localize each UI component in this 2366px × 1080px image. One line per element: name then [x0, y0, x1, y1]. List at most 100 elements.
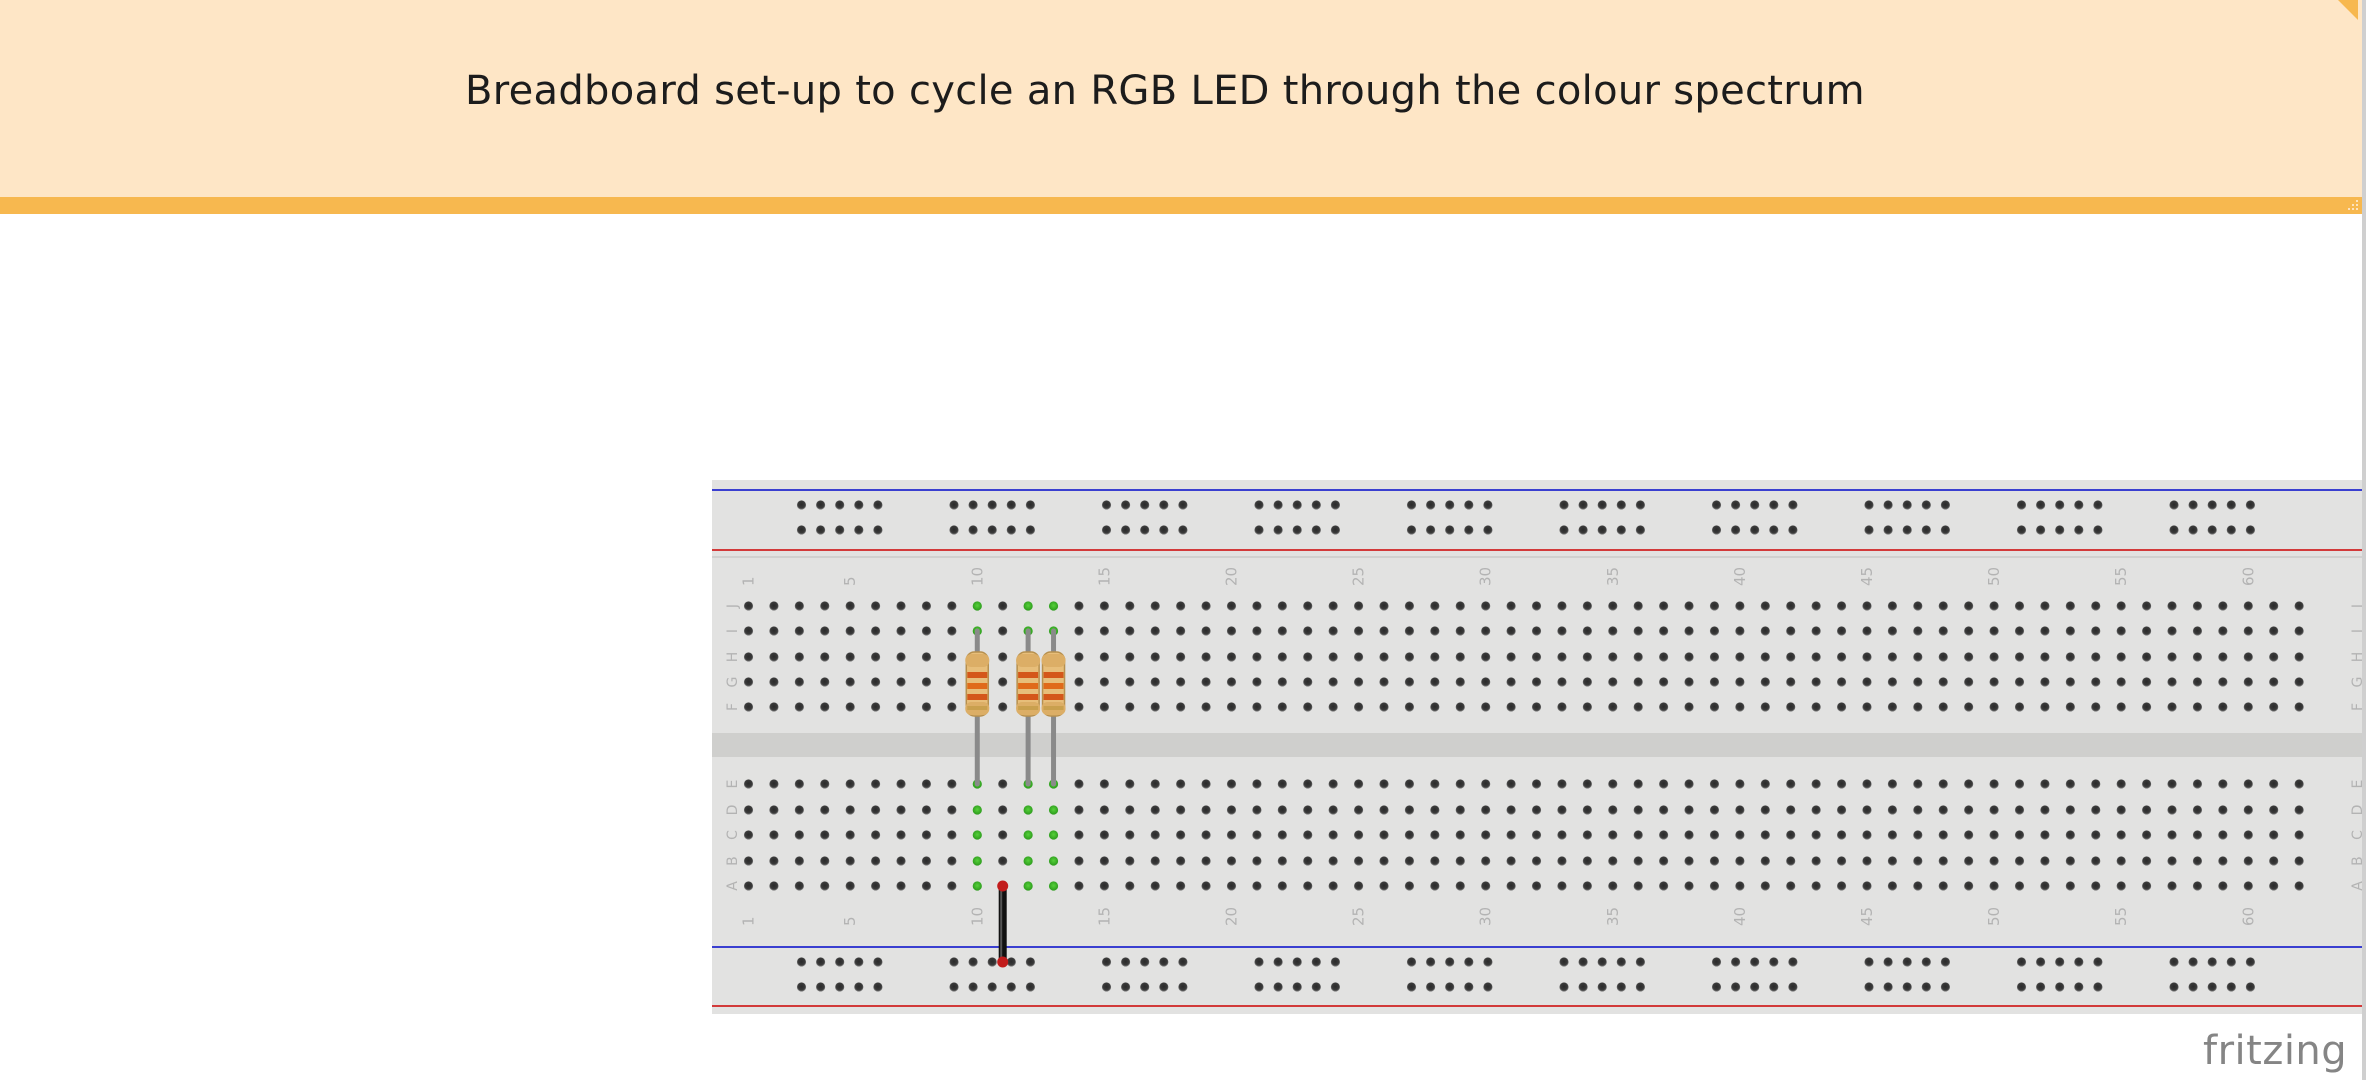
resize-grip-icon[interactable] — [2346, 198, 2360, 212]
breadboard-hole — [1608, 652, 1618, 662]
breadboard-hole — [1201, 805, 1211, 815]
breadboard-hole — [1711, 500, 1722, 510]
breadboard-hole — [1635, 500, 1645, 510]
breadboard-hole — [1226, 779, 1237, 789]
breadboard-hole — [1760, 856, 1770, 866]
breadboard-hole — [854, 957, 864, 967]
breadboard-hole — [1786, 856, 1796, 866]
breadboard-hole — [1887, 779, 1897, 789]
breadboard-hole — [1430, 652, 1440, 662]
breadboard-hole — [2036, 982, 2046, 992]
breadboard-hole — [1788, 500, 1798, 510]
breadboard-hole — [949, 500, 959, 510]
breadboard-hole — [1176, 601, 1186, 611]
breadboard-hole — [1836, 779, 1847, 789]
note-panel[interactable]: Breadboard set-up to cycle an RGB LED th… — [0, 0, 2362, 197]
breadboard-hole — [1902, 500, 1912, 510]
breadboard-hole — [1559, 957, 1569, 967]
breadboard-hole — [1616, 982, 1626, 992]
breadboard-hole — [1786, 626, 1796, 636]
column-number-label: 25 — [1350, 567, 1368, 586]
breadboard-hole — [1099, 779, 1109, 789]
breadboard-hole — [921, 779, 932, 789]
breadboard-hole — [2055, 525, 2065, 535]
breadboard-hole — [1557, 856, 1567, 866]
breadboard-hole — [796, 525, 807, 535]
breadboard-hole — [743, 677, 754, 687]
breadboard-hole — [794, 677, 804, 687]
breadboard-hole — [1750, 957, 1760, 967]
breadboard-hole — [2116, 830, 2126, 840]
breadboard-hole — [2245, 500, 2255, 510]
breadboard-hole-connected — [1048, 830, 1059, 840]
breadboard-hole — [1760, 702, 1770, 712]
breadboard-hole — [820, 702, 830, 712]
breadboard-hole — [1311, 957, 1321, 967]
breadboard-hole — [845, 805, 855, 815]
breadboard-hole — [743, 881, 754, 891]
breadboard-hole — [1633, 677, 1643, 687]
breadboard-hole — [820, 856, 830, 866]
breadboard-hole — [871, 702, 881, 712]
breadboard-hole — [743, 626, 754, 636]
breadboard-hole — [1531, 856, 1542, 866]
breadboard-hole — [1481, 601, 1491, 611]
breadboard-hole — [1150, 830, 1160, 840]
breadboard-hole — [2065, 779, 2075, 789]
breadboard-hole — [1150, 626, 1160, 636]
breadboard-hole — [2014, 626, 2025, 636]
breadboard-hole — [2218, 779, 2228, 789]
breadboard-hole — [1811, 677, 1821, 687]
jumper-wire-end — [997, 880, 1009, 892]
resistor-band — [1043, 683, 1064, 689]
row-letter-label: D — [725, 805, 741, 816]
resistor-cap — [1016, 654, 1041, 667]
breadboard-hole — [1150, 881, 1160, 891]
breadboard-hole-connected — [1023, 856, 1033, 866]
resistor[interactable] — [965, 628, 990, 787]
breadboard-hole — [1140, 982, 1150, 992]
breadboard-hole — [2218, 652, 2228, 662]
breadboard-hole — [1125, 830, 1135, 840]
breadboard-hole — [1099, 652, 1109, 662]
breadboard-hole — [1760, 830, 1770, 840]
resistor-band — [967, 706, 988, 710]
breadboard-hole — [1455, 652, 1465, 662]
breadboard-hole — [1252, 830, 1262, 840]
breadboard-hole — [1150, 805, 1160, 815]
components[interactable] — [965, 628, 1066, 968]
breadboard-hole — [1938, 702, 1948, 712]
breadboard-hole — [1277, 830, 1287, 840]
breadboard-hole — [2040, 652, 2050, 662]
breadboard-hole — [1557, 626, 1567, 636]
breadboard-hole — [1811, 856, 1821, 866]
breadboard-hole — [873, 982, 883, 992]
breadboard-hole — [1328, 830, 1338, 840]
breadboard-hole — [1769, 500, 1779, 510]
breadboard-hole — [1862, 779, 1872, 789]
breadboard-hole — [1303, 856, 1313, 866]
breadboard-hole — [1353, 805, 1364, 815]
breadboard-hole — [2243, 626, 2253, 636]
breadboard-hole — [794, 601, 804, 611]
breadboard-hole — [1125, 881, 1135, 891]
breadboard-hole — [820, 881, 830, 891]
breadboard-hole — [2294, 652, 2304, 662]
breadboard-hole — [1277, 652, 1287, 662]
breadboard-hole — [1074, 677, 1084, 687]
breadboard-hole — [1353, 702, 1364, 712]
breadboard-hole — [1273, 500, 1283, 510]
jumper-wire[interactable] — [997, 880, 1009, 968]
breadboard-hole — [1938, 677, 1948, 687]
breadboard-hole — [1353, 677, 1364, 687]
breadboard-hole — [1887, 805, 1897, 815]
breadboard-hole — [2116, 881, 2126, 891]
resistor[interactable] — [1016, 628, 1041, 787]
breadboard-hole — [816, 957, 826, 967]
breadboard[interactable]: 1155101015152020252530303535404045455050… — [712, 480, 2362, 1014]
jumper-wire-end — [997, 956, 1009, 968]
resistor[interactable] — [1041, 628, 1066, 787]
breadboard-hole — [2243, 805, 2253, 815]
breadboard-hole — [1328, 652, 1338, 662]
breadboard-hole — [987, 500, 997, 510]
